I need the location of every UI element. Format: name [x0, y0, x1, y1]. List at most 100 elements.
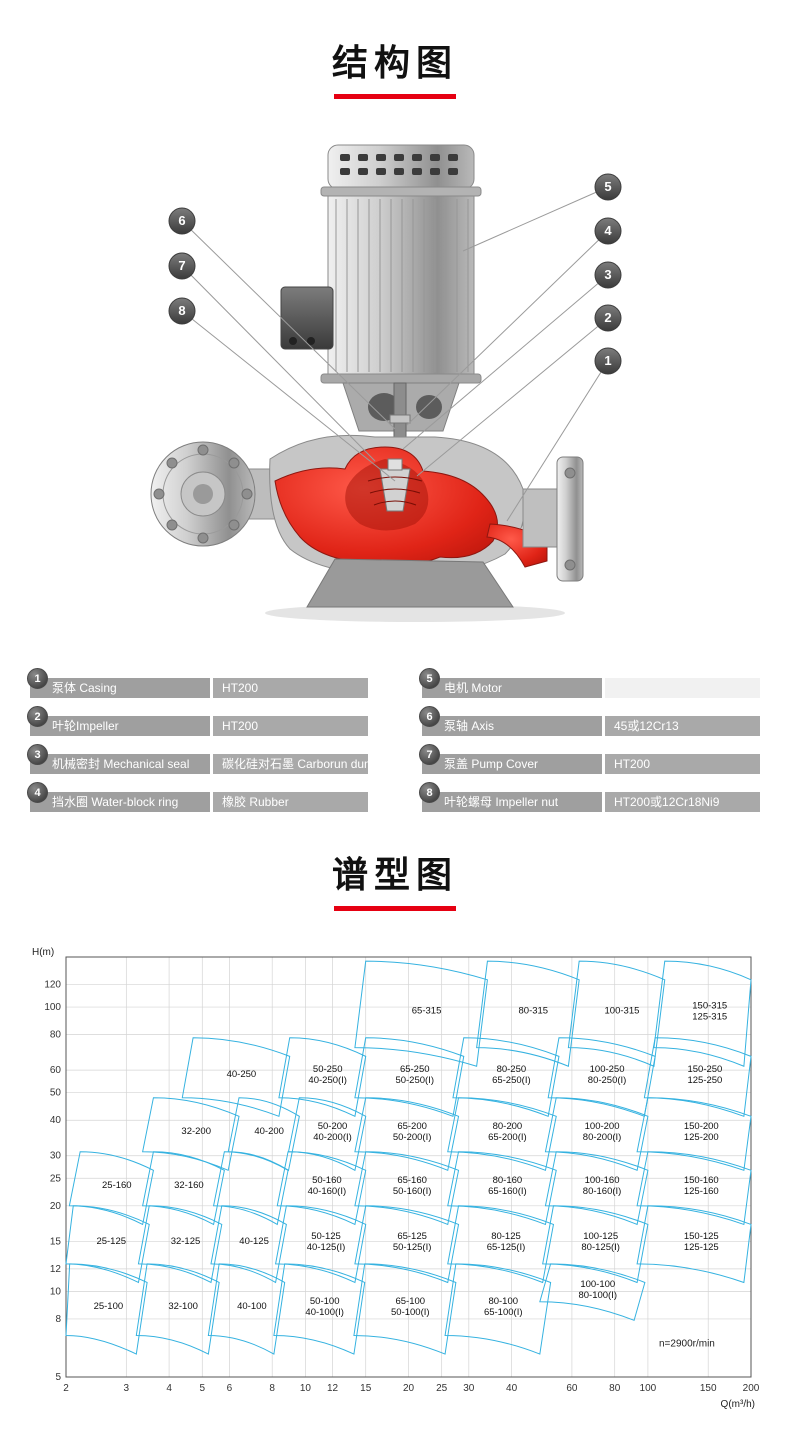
callout-leader-line [506, 360, 609, 522]
part-name: 泵轴 Axis [422, 716, 602, 736]
pump-model-label: 40-200 [254, 1126, 284, 1137]
terminal-box [280, 286, 334, 350]
callout-leader-line [462, 186, 609, 252]
pump-model-label: 25-160 [102, 1180, 132, 1191]
pump-model-region [476, 960, 580, 1067]
part-name: 叶轮螺母 Impeller nut [422, 792, 602, 812]
motor-vent-slots [340, 154, 458, 175]
svg-text:30: 30 [50, 1151, 62, 1162]
callout-badge: 8 [168, 297, 196, 325]
part-name: 机械密封 Mechanical seal [30, 754, 210, 774]
pump-model-region [142, 1097, 240, 1172]
pump-model-label: 32-160 [174, 1180, 204, 1191]
pump-model-label: 25-125 [96, 1236, 126, 1247]
callout-leader-line [181, 220, 396, 430]
pump-model-label: 100-315 [605, 1006, 640, 1017]
pump-model-label: 65-315 [412, 1006, 442, 1017]
svg-text:60: 60 [566, 1383, 578, 1394]
svg-text:80: 80 [50, 1030, 62, 1041]
flange-bolt-holes [153, 444, 253, 544]
part-material: 碳化硅对石墨 Carborun dum [213, 754, 368, 774]
svg-text:200: 200 [743, 1383, 760, 1394]
pump-model-region [181, 1037, 291, 1118]
impeller [367, 458, 423, 512]
part-material: 45或12Cr13 [605, 716, 760, 736]
svg-text:30: 30 [463, 1383, 475, 1394]
pump-model-region [274, 1205, 367, 1284]
structure-title-underline [334, 94, 456, 99]
callout-leader-line [181, 310, 396, 482]
svg-text:5: 5 [55, 1372, 61, 1383]
pump-model-region [653, 960, 752, 1067]
svg-text:15: 15 [360, 1383, 372, 1394]
svg-text:2: 2 [63, 1383, 69, 1394]
pump-model-region [447, 1097, 557, 1171]
part-material: HT200 [213, 716, 368, 736]
pump-model-region [142, 1151, 225, 1226]
svg-text:5: 5 [604, 179, 611, 194]
svg-text:40: 40 [506, 1383, 518, 1394]
structure-title: 结构图 [331, 42, 458, 83]
pump-casing [150, 434, 584, 608]
part-name: 电机 Motor [422, 678, 602, 698]
pump-model-region [539, 1263, 646, 1321]
part-name: 叶轮Impeller [30, 716, 210, 736]
pump-model-region [354, 1037, 465, 1118]
svg-text:50: 50 [50, 1088, 62, 1099]
pump-model-region [273, 1263, 366, 1355]
svg-text:25: 25 [50, 1173, 62, 1184]
pump-model-label: 80-315 [519, 1006, 549, 1017]
motor [280, 144, 482, 384]
part-material: HT200或12Cr18Ni9 [605, 792, 760, 812]
svg-text:1: 1 [604, 353, 611, 368]
callout-badge: 7 [168, 252, 196, 280]
pump-model-region [276, 1151, 367, 1226]
pump-model-label: 32-125 [171, 1236, 201, 1247]
svg-text:80: 80 [609, 1383, 621, 1394]
callout-leader-line [406, 230, 609, 426]
callout-badge: 1 [594, 347, 622, 375]
svg-text:8: 8 [178, 303, 185, 318]
part-number-badge: 4 [27, 782, 48, 803]
svg-text:40: 40 [50, 1115, 62, 1126]
pump-model-region [444, 1263, 552, 1355]
svg-text:100: 100 [44, 1002, 61, 1013]
svg-text:8: 8 [269, 1383, 275, 1394]
part-material: HT200 [605, 754, 760, 774]
part-number-badge: 1 [27, 668, 48, 689]
impeller-nut [387, 458, 403, 471]
spectrum-title: 谱型图 [331, 854, 458, 895]
pump-model-region [212, 1151, 289, 1226]
svg-text:12: 12 [50, 1264, 62, 1275]
pump-model-region [544, 1097, 649, 1172]
spectrum-title-underline [334, 906, 456, 911]
pump-model-label: 40-125 [239, 1236, 269, 1247]
pump-model-region [207, 1263, 286, 1355]
speed-annotation: n=2900r/min [659, 1339, 715, 1350]
svg-text:2: 2 [604, 310, 611, 325]
svg-text:20: 20 [403, 1383, 415, 1394]
callout-badge: 6 [168, 207, 196, 235]
